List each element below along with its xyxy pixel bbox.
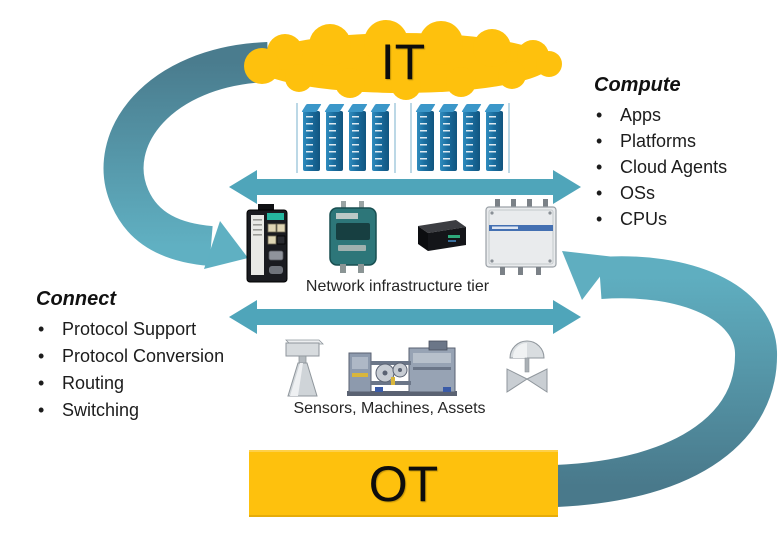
ot-zone-box: OT [249, 450, 558, 517]
double-headed-arrow-upper-icon [229, 170, 581, 204]
connect-item: Protocol Conversion [36, 343, 246, 370]
double-headed-arrow-lower-icon [229, 300, 581, 334]
compute-item: Platforms [594, 128, 779, 154]
it-zone-label: IT [380, 34, 426, 90]
connect-list: Connect Protocol Support Protocol Conver… [36, 288, 246, 424]
ot-zone-label: OT [368, 456, 439, 512]
compute-item: CPUs [594, 206, 779, 232]
connect-title: Connect [36, 288, 116, 310]
server-tower-icon [372, 111, 389, 171]
outdoor-radio-enclosure-icon [484, 199, 560, 280]
compute-item: Apps [594, 102, 779, 128]
edge-tier-caption: Sensors, Machines, Assets [293, 400, 486, 417]
compute-item: OSs [594, 180, 779, 206]
server-tower-icon [349, 111, 366, 171]
server-tower-icon [463, 111, 480, 171]
control-valve-icon [503, 336, 551, 401]
server-rack-cluster-icon [296, 103, 396, 173]
level-sensor-icon [281, 336, 327, 405]
connect-item: Switching [36, 397, 246, 424]
network-tier-caption: Network infrastructure tier [305, 278, 490, 295]
server-tower-icon [486, 111, 503, 171]
server-tower-icon [303, 111, 320, 171]
industrial-machine-icon [345, 339, 459, 404]
it-cloud-icon [244, 20, 562, 100]
wireless-access-point-icon [328, 201, 378, 278]
compute-item: Cloud Agents [594, 154, 779, 180]
connect-item: Protocol Support [36, 316, 246, 343]
connect-item: Routing [36, 370, 246, 397]
compute-list: Compute Apps Platforms Cloud Agents OSs … [594, 74, 779, 232]
cellular-gateway-icon [410, 218, 468, 257]
server-tower-icon [440, 111, 457, 171]
ot-to-network-curved-arrow-icon [555, 251, 777, 507]
compute-title: Compute [594, 74, 681, 96]
it-to-network-curved-arrow-icon [103, 42, 270, 269]
industrial-router-icon [244, 204, 290, 289]
server-tower-icon [417, 111, 434, 171]
server-rack-cluster-icon [410, 103, 510, 173]
server-tower-icon [326, 111, 343, 171]
